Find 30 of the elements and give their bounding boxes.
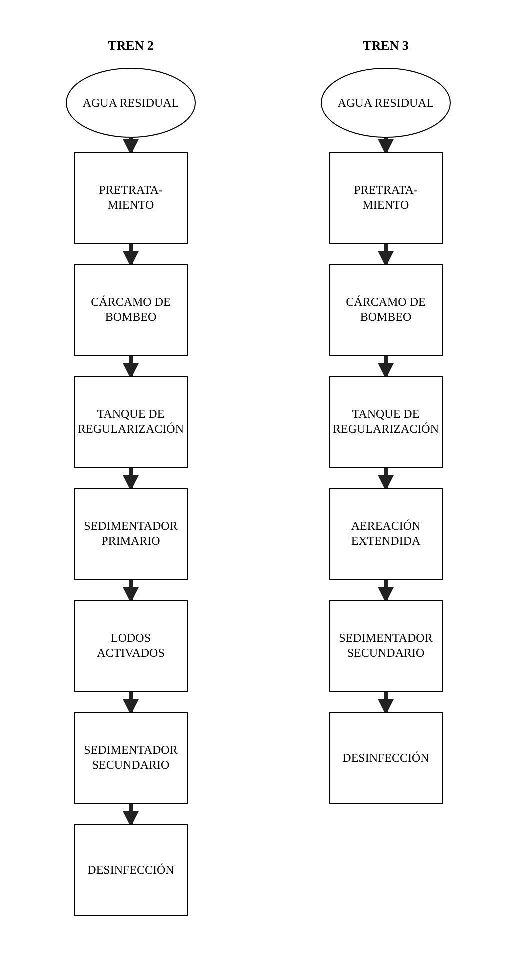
node-label: LODOS ACTIVADOS [96, 631, 166, 661]
column-title: TREN 3 [362, 37, 410, 55]
node-label: SEDIMENTADOR SECUNDARIO [338, 631, 434, 661]
column-title: TREN 2 [107, 37, 155, 55]
process-box [329, 712, 443, 804]
node-label: AGUA RESIDUAL [338, 96, 434, 110]
process-box [74, 824, 188, 916]
node-label: CÁRCAMO DE BOMBEO [90, 295, 172, 325]
process-box [74, 600, 188, 692]
process-box [329, 264, 443, 356]
process-box [74, 488, 188, 580]
process-box [329, 152, 443, 244]
process-box [329, 600, 443, 692]
process-box [329, 488, 443, 580]
process-box [74, 376, 188, 468]
node-label: CÁRCAMO DE BOMBEO [345, 295, 427, 325]
process-box [74, 264, 188, 356]
process-box [329, 376, 443, 468]
node-label: AGUA RESIDUAL [82, 96, 180, 110]
node-label: PRETRATA- MIENTO [353, 183, 419, 213]
node-label: AEREACIÓN EXTENDIDA [350, 519, 422, 549]
node-label: SEDIMENTADOR SECUNDARIO [83, 743, 179, 773]
process-box [74, 152, 188, 244]
process-box [74, 712, 188, 804]
node-label: DESINFECCIÓN [88, 862, 174, 878]
node-label: PRETRATA- MIENTO [98, 183, 164, 213]
node-label: TANQUE DE REGULARIZACIÓN [332, 407, 440, 437]
node-label: DESINFECCIÓN [342, 750, 430, 766]
node-label: TANQUE DE REGULARIZACIÓN [77, 407, 185, 437]
node-label: SEDIMENTADOR PRIMARIO [83, 519, 179, 549]
